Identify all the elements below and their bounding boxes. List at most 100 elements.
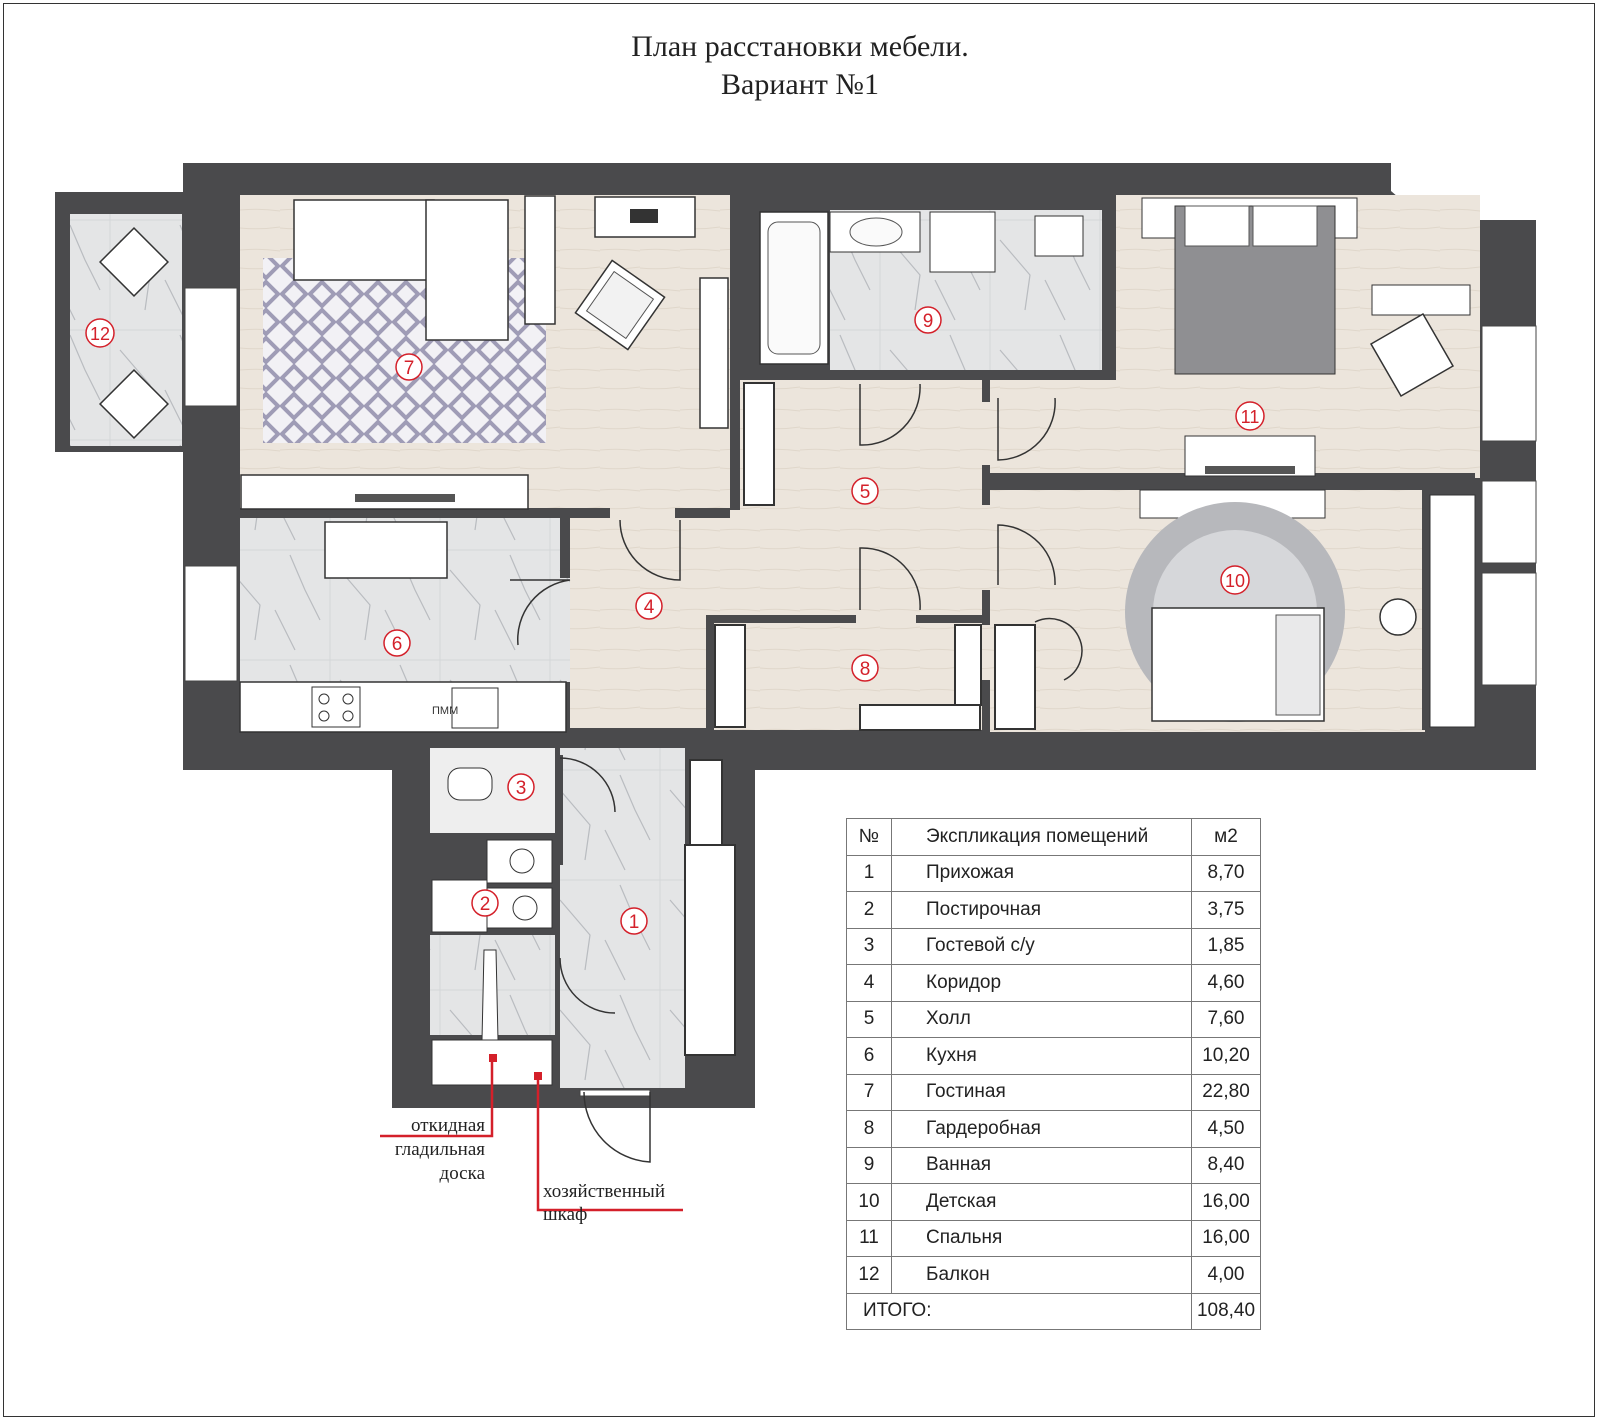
room-marker-number: 5 xyxy=(860,482,871,503)
explication-total-label: ИТОГО: xyxy=(846,1292,1192,1330)
row-area: 8,40 xyxy=(1191,1146,1261,1184)
kids-room-furniture xyxy=(1125,489,1476,728)
room-marker[interactable]: 7 xyxy=(395,353,423,381)
doors xyxy=(510,383,1083,1163)
room-marker[interactable]: 6 xyxy=(383,629,411,657)
row-area: 16,00 xyxy=(1191,1183,1261,1221)
row-name: Спальня xyxy=(891,1219,1192,1257)
plan-title: План расстановки мебели. Вариант №1 xyxy=(0,28,1600,104)
row-area: 4,50 xyxy=(1191,1110,1261,1148)
row-num: 4 xyxy=(846,964,892,1002)
plan-title-line2: Вариант №1 xyxy=(721,68,879,101)
room-marker[interactable]: 3 xyxy=(507,773,535,801)
explication-header-name: Экспликация помещений xyxy=(891,818,1192,856)
row-area: 3,75 xyxy=(1191,891,1261,929)
room-marker-number: 2 xyxy=(480,894,491,915)
living-room-furniture xyxy=(240,195,729,510)
explication-header-row: № Экспликация помещений м2 xyxy=(846,818,1261,856)
row-num: 10 xyxy=(846,1183,892,1221)
row-area: 4,00 xyxy=(1191,1256,1261,1294)
row-area: 10,20 xyxy=(1191,1037,1261,1075)
row-name: Гостиная xyxy=(891,1073,1192,1111)
callout-lines xyxy=(380,1060,683,1212)
room-marker-number: 6 xyxy=(392,634,403,655)
room-marker-number: 12 xyxy=(90,324,110,344)
row-num: 7 xyxy=(846,1073,892,1111)
explication-total-row: ИТОГО: 108,40 xyxy=(846,1292,1261,1330)
room-marker[interactable]: 4 xyxy=(635,592,663,620)
room-marker[interactable]: 2 xyxy=(471,889,499,917)
row-area: 22,80 xyxy=(1191,1073,1261,1111)
dishwasher-label: ПММ xyxy=(432,705,458,717)
row-num: 2 xyxy=(846,891,892,929)
room-marker-number: 7 xyxy=(404,358,415,379)
room-marker[interactable]: 9 xyxy=(914,306,942,334)
callout-ironing-board-2: гладильная xyxy=(395,1139,485,1160)
row-area: 4,60 xyxy=(1191,964,1261,1002)
room-marker[interactable]: 10 xyxy=(1220,565,1250,595)
row-name: Постирочная xyxy=(891,891,1192,929)
windows xyxy=(184,287,1537,1097)
room-marker-number: 9 xyxy=(923,311,934,332)
row-area: 16,00 xyxy=(1191,1219,1261,1257)
room-marker-number: 8 xyxy=(860,659,871,680)
balcony-furniture xyxy=(98,226,170,440)
room-marker-number: 11 xyxy=(1241,407,1260,427)
room-marker-number: 1 xyxy=(629,912,640,933)
room-markers: 1 2 3 4 5 6 7 8 9 10 11 12 xyxy=(85,306,1265,935)
row-num: 6 xyxy=(846,1037,892,1075)
callout-ironing-board-1: откидная xyxy=(411,1115,485,1136)
room-marker[interactable]: 12 xyxy=(85,318,115,348)
bedroom-furniture xyxy=(1141,197,1471,477)
row-area: 1,85 xyxy=(1191,927,1261,965)
row-num: 3 xyxy=(846,927,892,965)
row-name: Балкон xyxy=(891,1256,1192,1294)
row-num: 1 xyxy=(846,854,892,892)
bathroom-furniture xyxy=(759,211,1084,365)
row-name: Гостевой с/у xyxy=(891,927,1192,965)
explication-total-value: 108,40 xyxy=(1191,1292,1261,1330)
row-name: Кухня xyxy=(891,1037,1192,1075)
plan-title-line1: План расстановки мебели. xyxy=(631,30,969,63)
row-name: Холл xyxy=(891,1000,1192,1038)
room-marker[interactable]: 11 xyxy=(1235,401,1265,431)
row-name: Гардеробная xyxy=(891,1110,1192,1148)
room-marker-number: 3 xyxy=(516,778,527,799)
room-marker-number: 4 xyxy=(644,597,655,618)
room-marker[interactable]: 1 xyxy=(620,907,648,935)
room-marker[interactable]: 5 xyxy=(851,477,879,505)
row-area: 8,70 xyxy=(1191,854,1261,892)
callout-utility-cabinet-1: хозяйственный xyxy=(543,1181,665,1202)
row-area: 7,60 xyxy=(1191,1000,1261,1038)
row-num: 9 xyxy=(846,1146,892,1184)
wardrobe-shelving xyxy=(684,382,1036,1056)
row-name: Детская xyxy=(891,1183,1192,1221)
page-frame xyxy=(3,3,1595,1417)
room-marker[interactable]: 8 xyxy=(851,654,879,682)
row-name: Коридор xyxy=(891,964,1192,1002)
row-num: 11 xyxy=(846,1219,892,1257)
kitchen-furniture: ПММ xyxy=(239,521,567,733)
interior-walls xyxy=(240,192,1475,933)
callout-utility-cabinet-2: шкаф xyxy=(543,1204,587,1225)
explication-header-num: № xyxy=(846,818,892,856)
row-num: 12 xyxy=(846,1256,892,1294)
row-num: 8 xyxy=(846,1110,892,1148)
callout-ironing-board-3: доска xyxy=(440,1163,486,1184)
explication-header-area: м2 xyxy=(1191,818,1261,856)
row-name: Прихожая xyxy=(891,854,1192,892)
room-marker-number: 10 xyxy=(1225,571,1245,591)
row-name: Ванная xyxy=(891,1146,1192,1184)
row-num: 5 xyxy=(846,1000,892,1038)
